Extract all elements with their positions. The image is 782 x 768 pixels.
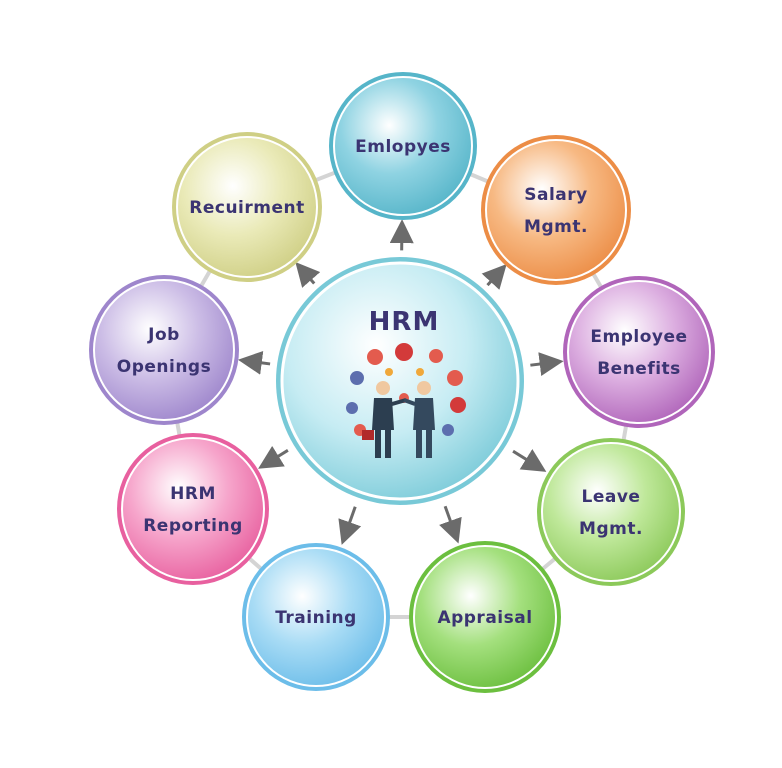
arrow-job-openings [237,350,271,375]
node-circle [541,442,681,582]
node-label: Emlopyes [355,137,451,157]
hub-arrows [237,219,564,545]
node-circle [567,280,711,424]
node-circle [176,136,318,278]
arrow-hrm-reporting [258,445,289,469]
arrow-recruitment [295,261,321,288]
node-label: Openings [117,357,211,377]
arrow-salary [481,264,507,290]
hrm-hub[interactable]: HRM [276,257,524,505]
node-hrm-reporting[interactable]: HRM Reporting [117,433,269,585]
right-businessman-icon [403,381,435,458]
arrow-leave [512,449,547,472]
node-label: Reporting [143,516,243,536]
node-employees[interactable]: Emlopyes [329,72,477,220]
node-circle [485,139,627,281]
node-label: Leave [582,487,641,507]
node-circle [413,545,557,689]
arrow-training [338,506,362,545]
node-training[interactable]: Training [242,543,390,691]
node-circle [121,437,265,581]
arrow-appraisal [439,505,462,544]
node-circle [246,547,386,687]
node-label: HRM [170,484,216,504]
outer-nodes: EmlopyesSalaryMgmt.EmployeeBenefitsLeave… [89,72,715,693]
node-label: Benefits [597,359,681,379]
node-label: Employee [590,327,687,347]
hub-title: HRM [369,307,440,337]
node-appraisal[interactable]: Appraisal [409,541,561,693]
node-label: Training [275,608,357,628]
node-circle [333,76,473,216]
node-circle [93,279,235,421]
arrow-employee-benefits [530,352,564,376]
node-label: Appraisal [437,608,532,628]
node-recruitment[interactable]: Recuirment [172,132,322,282]
node-label: Recuirment [189,198,304,218]
node-label: Salary [524,185,587,205]
node-label: Mgmt. [524,217,588,237]
hr-icons [346,343,466,436]
node-label: Mgmt. [579,519,643,539]
node-label: Job [147,325,180,345]
business-people-illustration [346,343,466,458]
left-businessman-icon [362,381,407,458]
